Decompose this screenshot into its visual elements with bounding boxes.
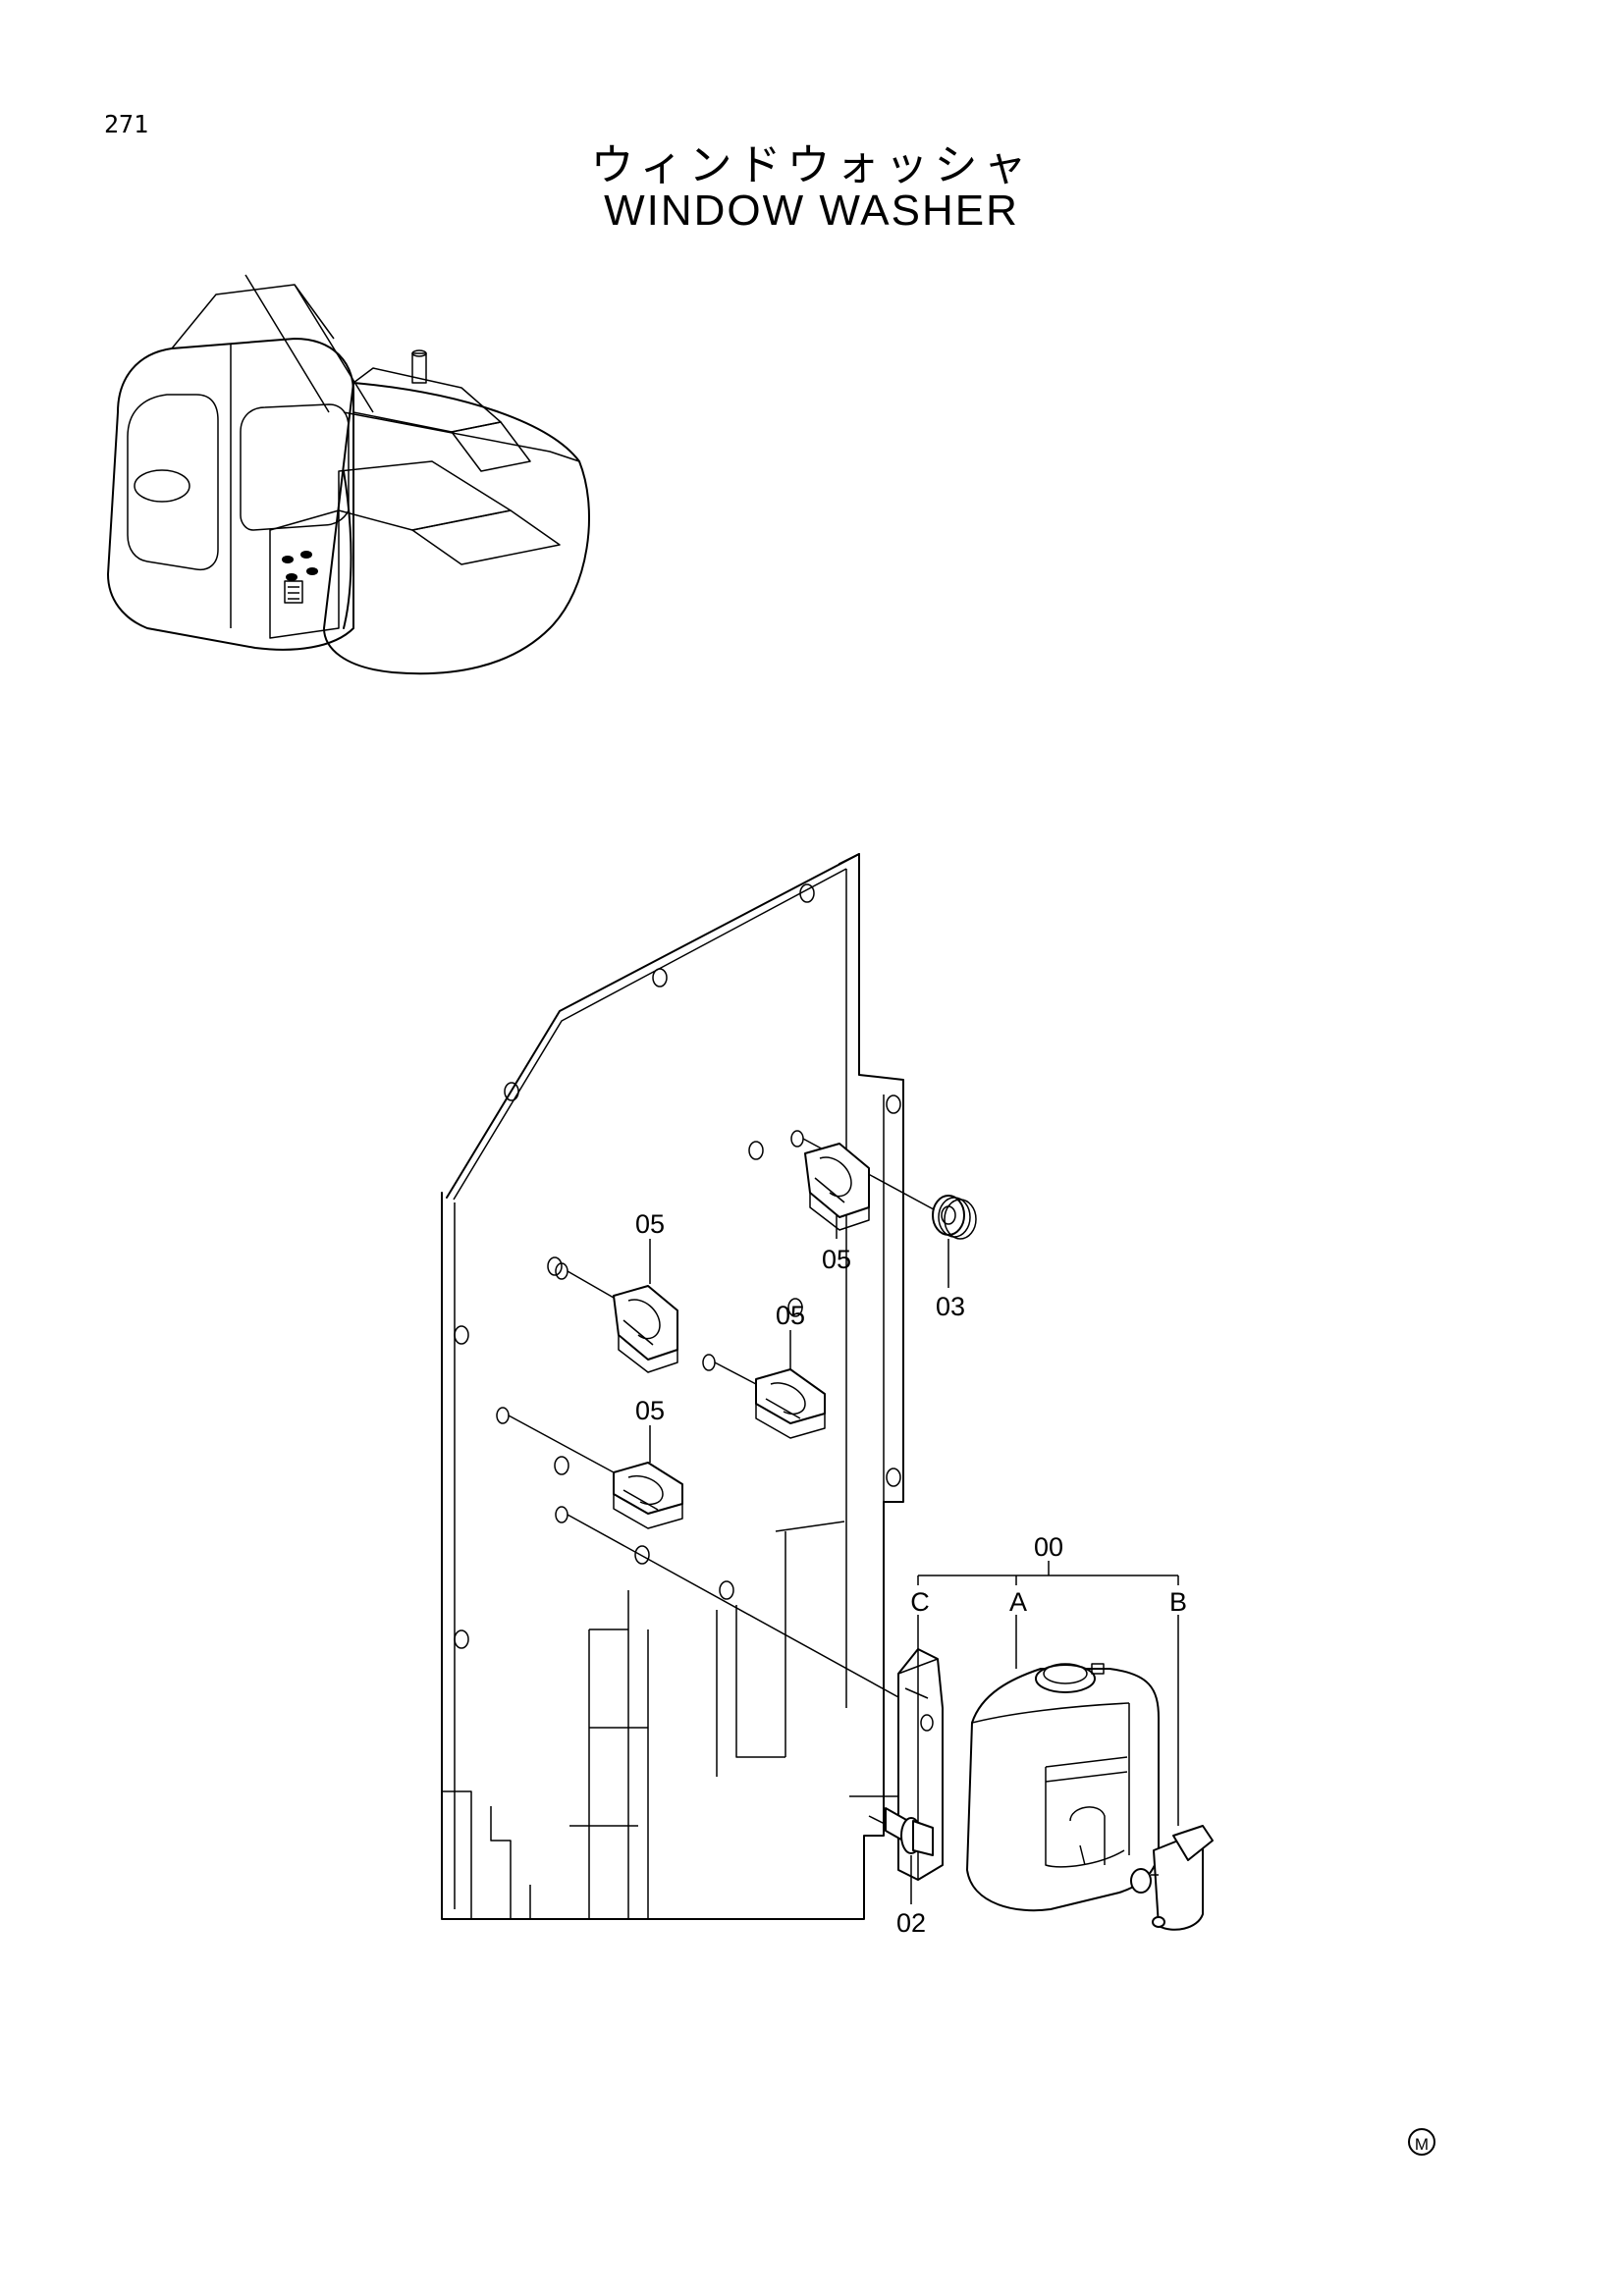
mark-letter: M — [1415, 2135, 1429, 2154]
callout-clip-1: 05 — [635, 1209, 665, 1239]
callout-clip-4: 05 — [635, 1396, 665, 1425]
grommet-icon — [932, 1195, 977, 1240]
flange-bolt-icon — [868, 1807, 934, 1856]
page-number: 271 — [104, 110, 149, 138]
page-title: WINDOW WASHER — [604, 187, 1019, 235]
callout-assembly: 00 — [1034, 1532, 1063, 1562]
excavator-overview-icon — [107, 274, 590, 675]
callout-grommet: 03 — [936, 1292, 965, 1321]
cab-side-panel-icon — [441, 853, 944, 1920]
page-title-japanese: ウィンドウォッシャ — [590, 140, 1033, 190]
callout-sub-c: C — [910, 1587, 930, 1617]
callout-sub-a: A — [1009, 1587, 1027, 1617]
callout-sub-b: B — [1169, 1587, 1187, 1617]
circled-m-icon: M — [1408, 2128, 1435, 2156]
washer-tank-icon — [966, 1663, 1160, 1912]
callout-clip-3: 05 — [776, 1301, 805, 1330]
washer-motor-icon — [1130, 1825, 1214, 1931]
hose-clip-icon — [613, 1143, 870, 1529]
leader-lines — [649, 1215, 1179, 1904]
callout-bolt: 02 — [896, 1908, 926, 1938]
callout-clip-2: 05 — [822, 1245, 851, 1274]
